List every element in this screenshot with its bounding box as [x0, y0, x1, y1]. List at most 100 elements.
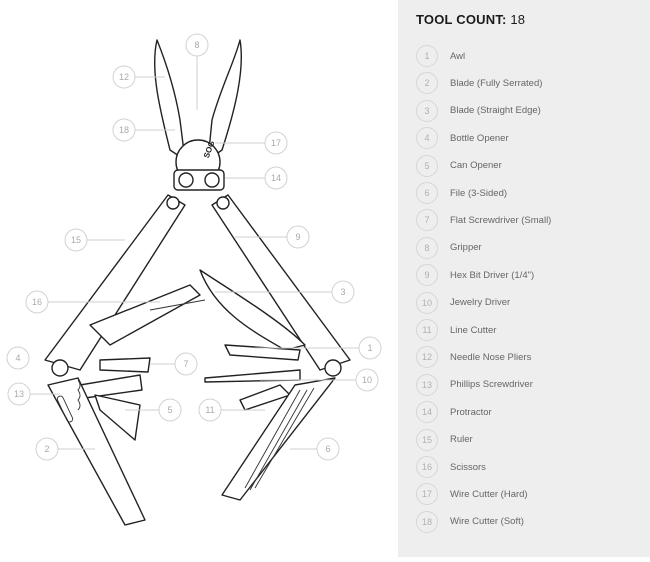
callout-4[interactable]: 4: [6, 346, 30, 370]
tool-number-badge: 7: [416, 209, 438, 232]
tool-label: Gripper: [450, 242, 482, 254]
tool-number-badge: 5: [416, 154, 438, 177]
tool-label: Ruler: [450, 434, 473, 446]
callout-circle: [264, 131, 288, 155]
callout-circle: [64, 228, 88, 252]
tool-list-item[interactable]: 10 Jewelry Driver: [416, 291, 510, 315]
tool-list-item[interactable]: 12 Needle Nose Pliers: [416, 345, 531, 369]
tool-label: Hex Bit Driver (1/4"): [450, 269, 535, 281]
callout-13[interactable]: 13: [7, 382, 60, 406]
tool-list-item[interactable]: 4 Bottle Opener: [416, 126, 509, 150]
callout-circle: [358, 336, 382, 360]
callout-number: 17: [271, 138, 281, 148]
callout-17[interactable]: 17: [215, 131, 288, 155]
callout-1[interactable]: 1: [255, 336, 382, 360]
tool-list-item[interactable]: 2 Blade (Fully Serrated): [416, 71, 542, 95]
callout-number: 11: [205, 405, 214, 415]
callout-circle: [6, 346, 30, 370]
tool-label: Scissors: [450, 461, 486, 473]
tool-count-heading: TOOL COUNT: 18: [416, 12, 525, 27]
tool-number-badge: 16: [416, 456, 438, 478]
tool-number-badge: 4: [416, 127, 438, 150]
tool-label: Wire Cutter (Soft): [450, 516, 524, 528]
callout-number: 8: [194, 40, 199, 50]
callout-number: 1: [367, 343, 372, 353]
callout-15[interactable]: 15: [64, 228, 125, 252]
callout-circle: [264, 166, 288, 190]
callout-circle: [198, 398, 222, 422]
tool-count-label: TOOL COUNT:: [416, 12, 507, 27]
tool-label: Phillips Screwdriver: [450, 379, 533, 391]
tool-list-item[interactable]: 3 Blade (Straight Edge): [416, 99, 541, 123]
tool-number-badge: 14: [416, 401, 438, 424]
callout-circle: [174, 352, 198, 376]
callout-circle: [331, 280, 355, 304]
callout-11[interactable]: 11: [198, 398, 265, 422]
callout-18[interactable]: 18: [112, 118, 175, 142]
tool-list-item[interactable]: 7 Flat Screwdriver (Small): [416, 208, 551, 232]
tool-label: Bottle Opener: [450, 132, 509, 144]
callout-number: 10: [362, 375, 372, 385]
tool-number-badge: 18: [416, 510, 438, 533]
callout-number: 7: [183, 359, 188, 369]
callout-10[interactable]: 10: [260, 368, 379, 392]
callout-12[interactable]: 12: [112, 65, 165, 89]
callout-number: 9: [295, 232, 300, 242]
callout-circle: [112, 65, 136, 89]
tool-label: Line Cutter: [450, 324, 497, 336]
callout-circle: [316, 437, 340, 461]
tool-number-badge: 3: [416, 99, 438, 122]
tool-list-item[interactable]: 8 Gripper: [416, 236, 482, 260]
callout-circle: [112, 118, 136, 142]
callout-3[interactable]: 3: [215, 280, 355, 304]
tool-list-item[interactable]: 18 Wire Cutter (Soft): [416, 510, 524, 534]
callout-5[interactable]: 5: [125, 398, 182, 422]
tool-number-badge: 15: [416, 428, 438, 451]
callout-8[interactable]: 8: [185, 33, 209, 110]
multitool-line-art: SOG: [44, 39, 351, 526]
tool-label: Can Opener: [450, 160, 502, 172]
callout-16[interactable]: 16: [25, 290, 160, 314]
tool-number-badge: 12: [416, 346, 438, 369]
callout-number: 13: [14, 389, 24, 399]
callout-number: 4: [15, 353, 20, 363]
tool-number-badge: 8: [416, 236, 438, 259]
callout-2[interactable]: 2: [35, 437, 95, 461]
callout-14[interactable]: 14: [225, 166, 288, 190]
tool-number-badge: 17: [416, 483, 438, 506]
tool-list-item[interactable]: 16 Scissors: [416, 455, 486, 479]
callout-6[interactable]: 6: [290, 437, 340, 461]
callout-circle: [158, 398, 182, 422]
callout-number: 14: [271, 173, 281, 183]
callout-circle: [35, 437, 59, 461]
tool-label: Needle Nose Pliers: [450, 351, 532, 363]
callout-circle: [25, 290, 49, 314]
callout-7[interactable]: 7: [150, 352, 198, 376]
callout-circle: [7, 382, 31, 406]
callout-number: 16: [32, 297, 42, 307]
callout-number: 6: [325, 444, 330, 454]
tool-label: Flat Screwdriver (Small): [450, 214, 552, 226]
callout-circle: [185, 33, 209, 57]
tool-number-badge: 2: [416, 72, 438, 95]
tool-label: Blade (Fully Serrated): [450, 77, 543, 89]
tool-list-item[interactable]: 5 Can Opener: [416, 154, 502, 178]
callout-number: 15: [71, 235, 81, 245]
tool-label: Jewelry Driver: [450, 297, 511, 309]
tool-number-badge: 10: [416, 291, 438, 314]
tool-label: Blade (Straight Edge): [450, 105, 541, 117]
tool-label: Awl: [450, 50, 466, 62]
tool-list-item[interactable]: 15 Ruler: [416, 428, 473, 452]
callout-9[interactable]: 9: [235, 225, 310, 249]
callout-number: 2: [44, 444, 49, 454]
